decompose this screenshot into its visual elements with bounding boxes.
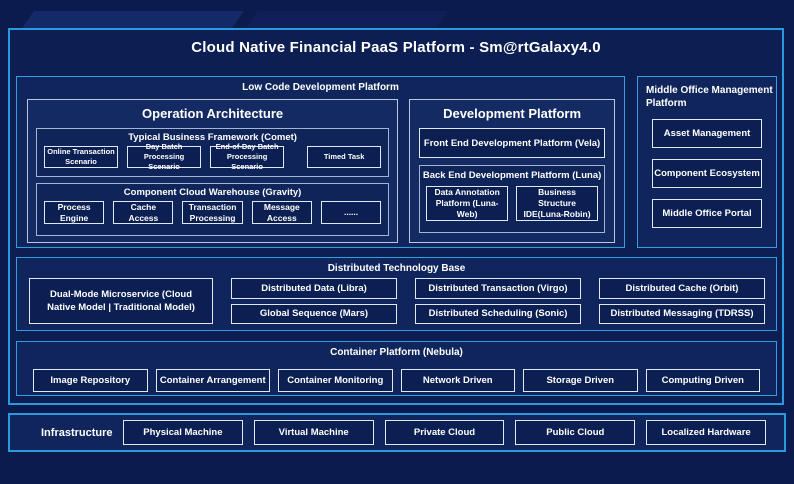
section-infrastructure: Infrastructure Physical Machine Virtual …	[8, 413, 786, 452]
group-typical-business-framework-comet: Typical Business Framework (Comet) Onlin…	[36, 128, 390, 177]
group-component-cloud-warehouse-gravity: Component Cloud Warehouse (Gravity) Proc…	[36, 183, 390, 236]
low-code-columns: Operation Architecture Typical Business …	[27, 99, 615, 243]
infrastructure-leaf-row: Physical Machine Virtual Machine Private…	[123, 420, 766, 445]
box-computing-driven: Computing Driven	[645, 369, 760, 392]
box-process-engine: Process Engine	[44, 201, 105, 224]
section-low-code-development-platform: Low Code Development Platform Operation …	[16, 76, 625, 248]
operation-architecture-title: Operation Architecture	[142, 106, 284, 121]
comet-leaf-row: Online Transaction Scenario Day Batch Pr…	[37, 142, 388, 171]
box-cache-access: Cache Access	[113, 201, 174, 224]
box-ellipsis-more: ......	[320, 201, 382, 224]
box-global-sequence-mars: Global Sequence (Mars)	[231, 303, 397, 324]
distributed-column-2: Distributed Transaction (Virgo) Distribu…	[415, 278, 581, 324]
box-data-annotation-platform-luna-web: Data Annotation Platform (Luna-Web)	[426, 186, 509, 221]
box-container-monitoring: Container Monitoring	[278, 369, 393, 392]
section-container-platform-nebula: Container Platform (Nebula) Image Reposi…	[16, 341, 777, 396]
gravity-leaf-row: Process Engine Cache Access Transaction …	[37, 198, 388, 224]
main-panel: Cloud Native Financial PaaS Platform - S…	[8, 28, 784, 405]
box-localized-hardware: Localized Hardware	[646, 420, 766, 445]
page-title: Cloud Native Financial PaaS Platform - S…	[191, 39, 601, 56]
container-platform-section-label: Container Platform (Nebula)	[330, 347, 463, 358]
box-asset-management: Asset Management	[652, 119, 762, 148]
box-transaction-processing: Transaction Processing	[182, 201, 243, 224]
box-timed-task: Timed Task	[307, 146, 382, 168]
box-business-structure-ide-luna-robin: Business Structure IDE(Luna-Robin)	[516, 186, 599, 221]
box-online-transaction-scenario: Online Transaction Scenario	[44, 146, 119, 168]
middle-office-section-label: Middle Office Management Platform	[646, 85, 773, 109]
section-middle-office-management-platform: Middle Office Management Platform Asset …	[637, 76, 777, 248]
back-end-group-label: Back End Development Platform (Luna)	[422, 170, 602, 181]
box-distributed-data-libra: Distributed Data (Libra)	[231, 278, 397, 299]
development-platform-title: Development Platform	[443, 106, 582, 121]
distributed-column-3: Distributed Cache (Orbit) Distributed Me…	[599, 278, 765, 324]
distributed-column-1: Distributed Data (Libra) Global Sequence…	[231, 278, 397, 324]
box-distributed-cache-orbit: Distributed Cache (Orbit)	[599, 278, 765, 299]
group-back-end-development-platform-luna: Back End Development Platform (Luna) Dat…	[419, 165, 605, 233]
comet-group-label: Typical Business Framework (Comet)	[128, 132, 297, 143]
infrastructure-label: Infrastructure	[41, 426, 113, 439]
gravity-group-label: Component Cloud Warehouse (Gravity)	[123, 187, 302, 198]
diagonal-accent-right	[246, 11, 448, 28]
box-end-of-day-batch-processing-scenario: End-of-Day Batch Processing Scenario	[210, 142, 285, 171]
distributed-section-label: Distributed Technology Base	[327, 263, 466, 274]
box-front-end-development-platform-vela: Front End Development Platform (Vela)	[419, 128, 605, 158]
container-platform-leaf-row: Image Repository Container Arrangement C…	[33, 369, 760, 392]
box-public-cloud: Public Cloud	[515, 420, 636, 445]
distributed-grid: Dual-Mode Microservice (Cloud Native Mod…	[29, 278, 765, 324]
section-distributed-technology-base: Distributed Technology Base Dual-Mode Mi…	[16, 257, 777, 331]
box-dual-mode-microservice: Dual-Mode Microservice (Cloud Native Mod…	[29, 278, 213, 324]
development-platform-box: Development Platform Front End Developme…	[409, 99, 615, 243]
box-distributed-transaction-virgo: Distributed Transaction (Virgo)	[415, 278, 581, 299]
box-storage-driven: Storage Driven	[523, 369, 638, 392]
box-virtual-machine: Virtual Machine	[253, 420, 374, 445]
operation-architecture-box: Operation Architecture Typical Business …	[27, 99, 399, 243]
box-middle-office-portal: Middle Office Portal	[652, 199, 762, 228]
box-physical-machine: Physical Machine	[123, 420, 243, 445]
box-message-access: Message Access	[251, 201, 312, 224]
low-code-section-label: Low Code Development Platform	[242, 82, 399, 93]
box-private-cloud: Private Cloud	[384, 420, 505, 445]
box-container-arrangement: Container Arrangement	[155, 369, 270, 392]
box-day-batch-processing-scenario: Day Batch Processing Scenario	[127, 142, 202, 171]
box-network-driven: Network Driven	[400, 369, 515, 392]
box-image-repository: Image Repository	[33, 369, 148, 392]
box-component-ecosystem: Component Ecosystem	[652, 159, 762, 188]
box-distributed-messaging-tdrss: Distributed Messaging (TDRSS)	[599, 303, 765, 324]
box-distributed-scheduling-sonic: Distributed Scheduling (Sonic)	[415, 303, 581, 324]
diagonal-accent-left	[22, 11, 244, 28]
back-end-leaf-row: Data Annotation Platform (Luna-Web) Busi…	[420, 181, 604, 221]
